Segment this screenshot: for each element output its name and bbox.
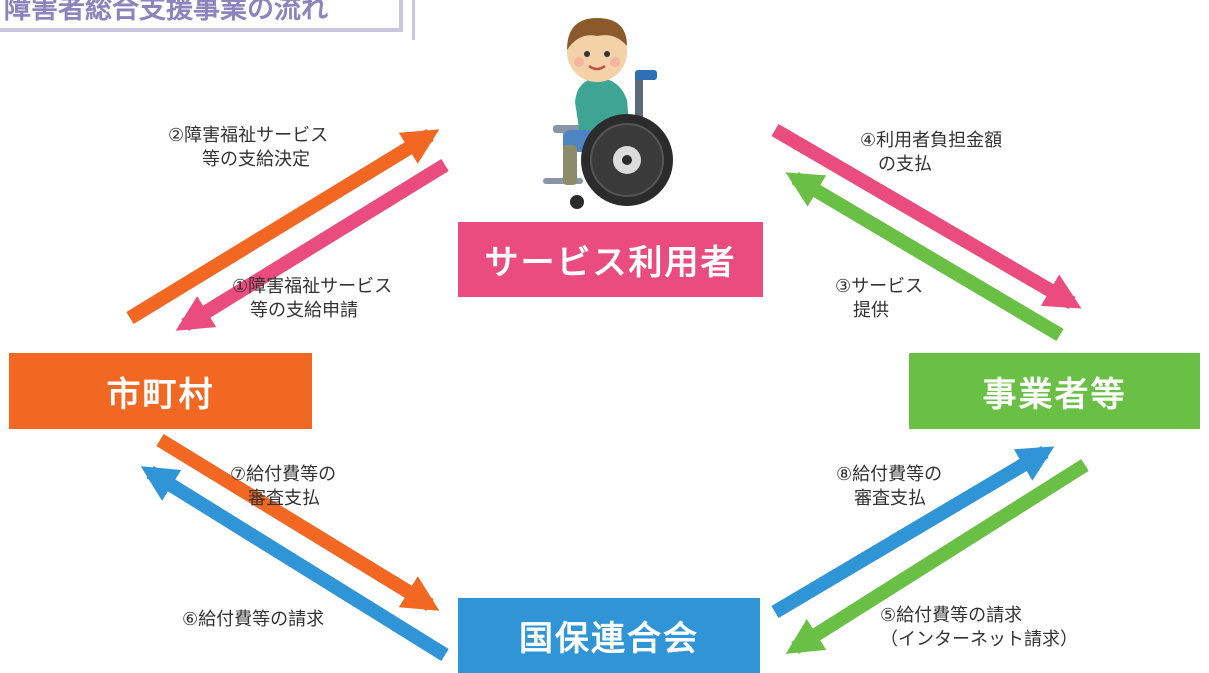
node-kokuho-federation: 国保連合会 — [458, 598, 760, 673]
page-title: 障害者総合支援事業の流れ — [4, 0, 328, 25]
label-step7: ⑦給付費等の 審査支払 — [230, 463, 336, 511]
arrow-step4-payment — [771, 123, 1082, 310]
arrow-step1-application — [175, 159, 449, 331]
arrow-step8-review-payment — [771, 445, 1055, 619]
node-service-provider: 事業者等 — [909, 353, 1200, 429]
label-step6-line1: ⑥給付費等の請求 — [182, 609, 325, 630]
label-step1-line1: ①障害福祉サービス — [232, 276, 393, 297]
label-step6: ⑥給付費等の請求 — [182, 608, 324, 632]
arrow-step3-service — [785, 171, 1064, 342]
arrow-step6-claim — [140, 466, 449, 661]
label-step2-line2: 等の支給決定 — [202, 149, 310, 170]
label-step1: ①障害福祉サービス 等の支給申請 — [232, 275, 392, 323]
label-step8-line2: 審査支払 — [854, 488, 926, 509]
label-step2-line1: ②障害福祉サービス — [168, 125, 329, 146]
label-step3-line2: 提供 — [853, 300, 889, 321]
arrow-step2-decision — [126, 129, 440, 324]
arrow-step7-review-payment — [156, 434, 440, 611]
label-step7-line2: 審査支払 — [248, 488, 320, 509]
label-step4-line1: ④利用者負担金額 — [860, 130, 1003, 151]
label-step1-line2: 等の支給申請 — [250, 300, 358, 321]
label-step3: ③サービス 提供 — [835, 275, 923, 323]
label-step5-line1: ⑤給付費等の請求 — [880, 605, 1023, 626]
arrow-step5-claim — [785, 459, 1089, 654]
node-service-user: サービス利用者 — [458, 222, 763, 297]
label-step2: ②障害福祉サービス 等の支給決定 — [168, 124, 328, 172]
label-step5-line2: （インターネット請求） — [880, 629, 1078, 650]
label-step5: ⑤給付費等の請求 （インターネット請求） — [880, 604, 1078, 652]
label-step7-line1: ⑦給付費等の — [230, 464, 337, 485]
label-step4-line2: の支払 — [878, 154, 932, 175]
title-box: 障害者総合支援事業の流れ — [0, 0, 403, 32]
label-step4: ④利用者負担金額 の支払 — [860, 129, 1002, 177]
title-divider — [412, 0, 415, 40]
label-step8-line1: ⑧給付費等の — [836, 464, 943, 485]
label-step8: ⑧給付費等の 審査支払 — [836, 463, 942, 511]
wheelchair-user-icon — [543, 18, 673, 209]
label-step3-line1: ③サービス — [835, 276, 924, 297]
node-municipality: 市町村 — [9, 353, 312, 429]
